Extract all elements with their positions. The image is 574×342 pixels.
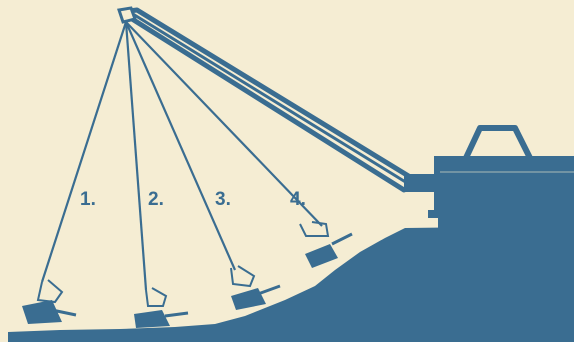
bucket-2 xyxy=(134,287,189,328)
dragline-body xyxy=(404,125,574,228)
ground-slope xyxy=(8,226,574,342)
bucket-3 xyxy=(230,265,281,310)
bucket-1 xyxy=(22,279,77,324)
step-label-4: 4. xyxy=(290,189,306,210)
step-label-1: 1. xyxy=(80,189,96,210)
hoist-cables xyxy=(40,21,323,291)
boom-tip xyxy=(117,6,137,24)
boom xyxy=(118,7,423,193)
bucket-4 xyxy=(299,221,353,268)
step-label-2: 2. xyxy=(148,189,164,210)
step-label-3: 3. xyxy=(215,189,231,210)
